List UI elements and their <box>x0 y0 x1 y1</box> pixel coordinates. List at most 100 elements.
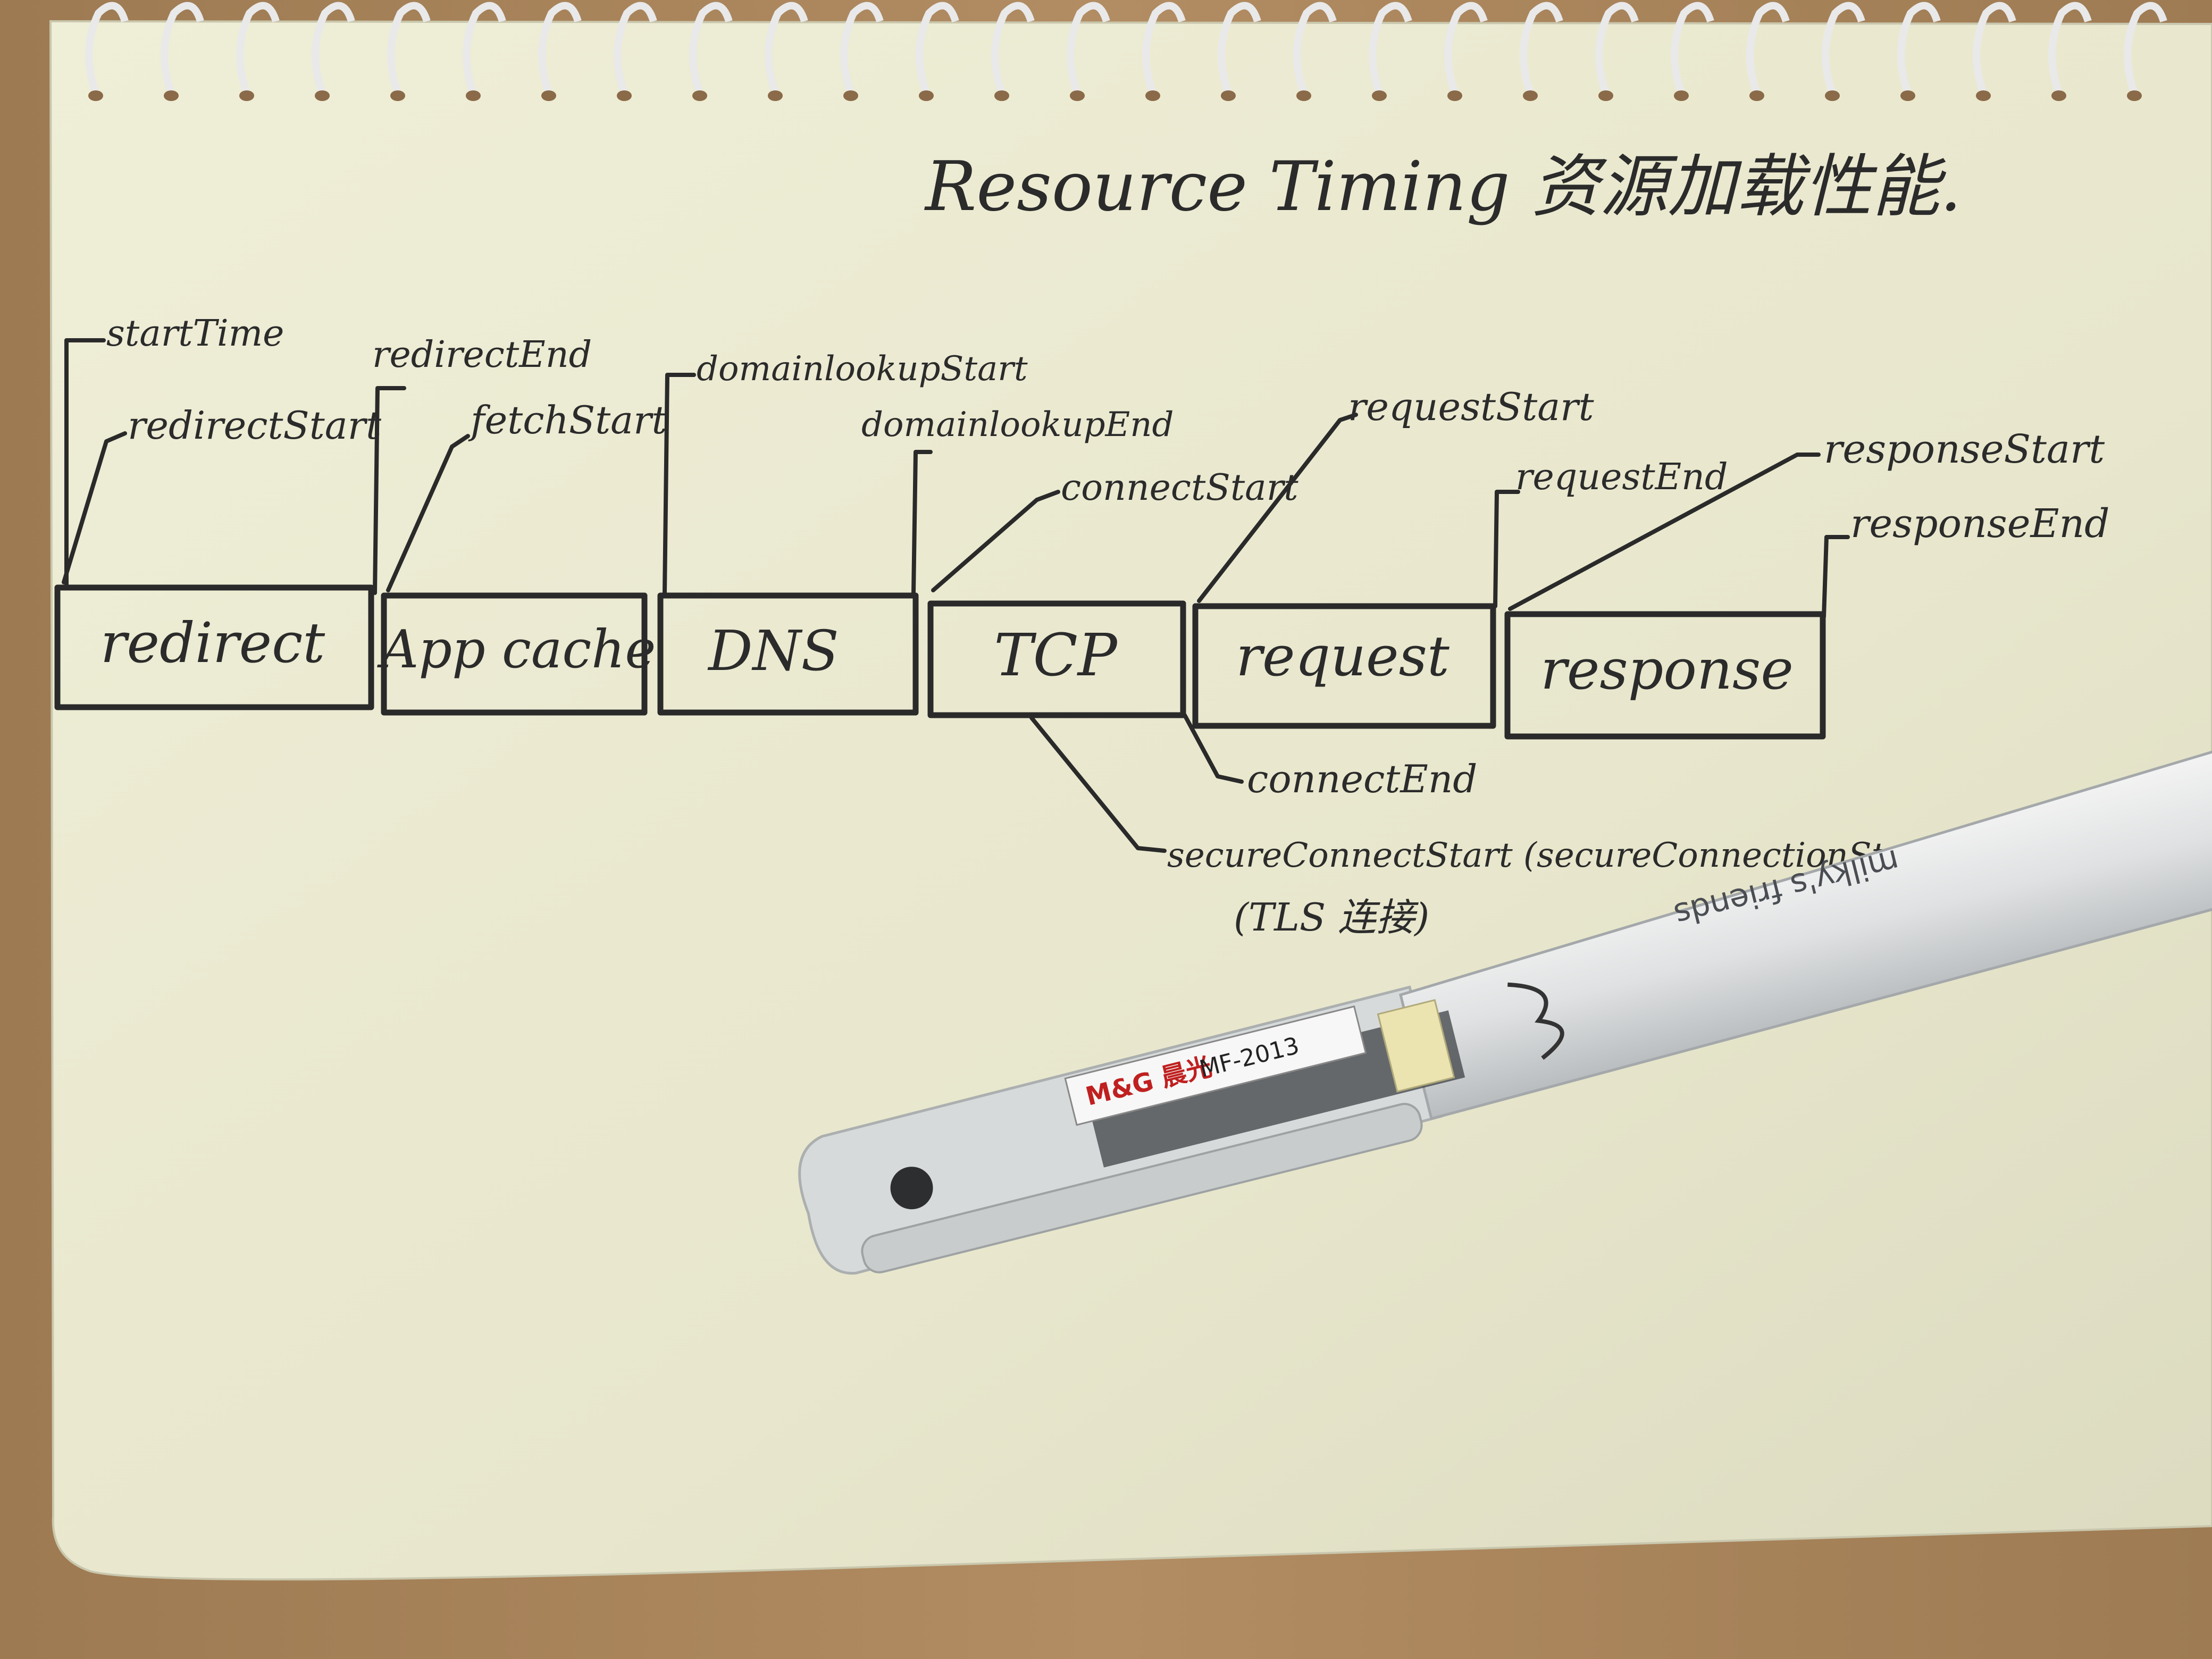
pen-tip <box>890 1167 933 1210</box>
spiral-ring <box>2124 2 2167 95</box>
pen-doodle <box>1507 982 1564 1060</box>
notebook-page <box>49 20 2212 1581</box>
phase-label-redirect: redirect <box>100 610 325 675</box>
pen-barrel <box>1398 731 2212 1120</box>
label-domainlookupend: domainlookupEnd <box>861 405 1174 445</box>
leader-requeststart <box>1197 413 1358 603</box>
phase-label-dns: DNS <box>707 618 839 683</box>
spiral-ring <box>1293 2 1337 95</box>
spiral-ring <box>1595 2 1639 95</box>
spiral-ring <box>1671 2 1714 95</box>
binding-hole <box>1749 90 1764 101</box>
spiral-ring <box>1369 2 1412 95</box>
phase-box-tcp <box>927 600 1186 718</box>
phase-box-response <box>1504 611 1826 740</box>
spiral-ring <box>1067 2 1110 95</box>
pen-eraser-band <box>1377 999 1455 1093</box>
spiral-ring <box>991 2 1035 95</box>
pen-label <box>1064 1005 1367 1126</box>
binding-hole <box>164 90 179 101</box>
label-redirectstart: redirectStart <box>128 403 382 448</box>
phase-label-appcache: App cache <box>377 619 656 680</box>
spiral-ring <box>1142 2 1186 95</box>
leader-connectend <box>1183 713 1244 784</box>
label-connectend: connectEnd <box>1247 757 1477 801</box>
label-starttime: startTime <box>106 313 284 355</box>
spiral-ring <box>1444 2 1488 95</box>
leader-redirectend <box>373 386 406 595</box>
binding-hole <box>617 90 632 101</box>
binding-hole <box>1523 90 1538 101</box>
label-responseend: responseEnd <box>1850 501 2110 547</box>
leader-responseend <box>1822 535 1850 619</box>
spiral-ring <box>1822 2 1865 95</box>
spiral-ring <box>312 2 355 95</box>
phase-label-response: response <box>1540 637 1794 702</box>
binding-hole <box>1145 90 1160 101</box>
binding-hole <box>692 90 707 101</box>
leader-redirectstart <box>62 431 127 584</box>
phase-box-appcache <box>381 592 648 716</box>
phase-label-request: request <box>1236 624 1449 689</box>
spiral-ring <box>85 2 129 95</box>
leader-domainlookupend <box>911 450 933 595</box>
phase-label-tcp: TCP <box>994 621 1118 689</box>
spiral-ring <box>538 2 582 95</box>
label-domainlookupstart: domainlookupStart <box>697 349 1028 389</box>
binding-hole <box>1372 90 1387 101</box>
binding-hole <box>768 90 783 101</box>
label-tls-note: (TLS 连接) <box>1234 895 1429 940</box>
diagram-title: Resource Timing 资源加载性能. <box>924 147 1962 227</box>
leader-starttime <box>64 338 106 587</box>
binding-hole <box>541 90 556 101</box>
binding-hole <box>1296 90 1311 101</box>
binding-hole <box>843 90 858 101</box>
label-connectstart: connectStart <box>1061 467 1298 509</box>
binding-hole <box>315 90 330 101</box>
spiral-ring <box>689 2 733 95</box>
phase-box-redirect <box>54 584 374 710</box>
leader-lines <box>62 338 1850 853</box>
leader-responsestart <box>1508 453 1821 611</box>
binding-hole <box>1070 90 1085 101</box>
binding-hole <box>994 90 1009 101</box>
binding-hole <box>1825 90 1840 101</box>
spiral-ring <box>2048 2 2092 95</box>
label-responsestart: responseStart <box>1824 426 2105 472</box>
phase-boxes <box>54 584 1826 740</box>
spiral-ring <box>1520 2 1563 95</box>
spiral-ring <box>1973 2 2016 95</box>
binding-hole <box>1900 90 1915 101</box>
leader-requestend <box>1493 490 1520 608</box>
spiral-ring <box>765 2 808 95</box>
binding-hole <box>1221 90 1236 101</box>
binding-hole <box>2051 90 2066 101</box>
binding-hole <box>466 90 481 101</box>
spiral-ring <box>614 2 657 95</box>
spiral-ring <box>1897 2 1941 95</box>
spiral-ring <box>916 2 959 95</box>
label-requeststart: requestStart <box>1348 384 1595 429</box>
binding-hole <box>1447 90 1462 101</box>
binding-hole <box>1598 90 1613 101</box>
leader-connectstart <box>931 490 1060 592</box>
leader-fetchstart <box>386 434 470 592</box>
phase-box-request <box>1192 603 1496 729</box>
spiral-ring <box>236 2 280 95</box>
binding-hole <box>919 90 934 101</box>
binding-hole <box>1976 90 1991 101</box>
spiral-ring <box>1746 2 1790 95</box>
pen: M&G 晨光 MF-2013 milky's friends <box>798 731 2212 1275</box>
phase-box-dns <box>657 592 919 716</box>
binding-hole <box>239 90 254 101</box>
spiral-ring <box>161 2 204 95</box>
binding-hole <box>1674 90 1689 101</box>
leader-secureconnectstart <box>1029 716 1167 853</box>
spiral-ring <box>1218 2 1261 95</box>
label-redirectend: redirectEnd <box>372 334 592 376</box>
spiral-ring <box>463 2 506 95</box>
leader-domainlookupstart <box>663 373 696 595</box>
binding-hole <box>390 90 405 101</box>
binding-hole <box>2127 90 2142 101</box>
